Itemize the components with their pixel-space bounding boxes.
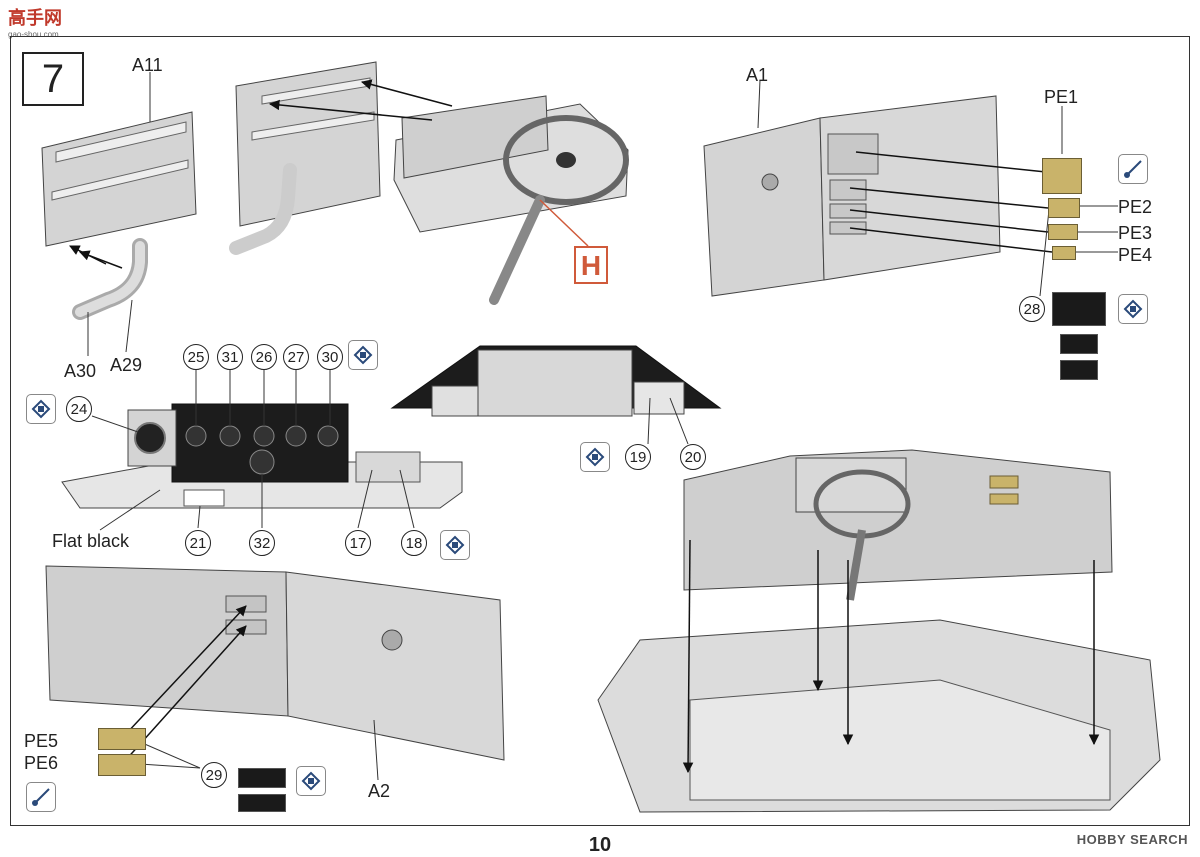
callout-19: 19 bbox=[625, 444, 651, 470]
dashboard-assembly-top bbox=[229, 61, 629, 305]
paint-brush-icon bbox=[26, 782, 56, 812]
data-plate-decal-3 bbox=[1060, 360, 1098, 380]
part-a2-panel bbox=[45, 565, 505, 761]
label-a29: A29 bbox=[110, 355, 143, 375]
part-a29-a30-pipe bbox=[72, 238, 148, 320]
callout-29: 29 bbox=[201, 762, 227, 788]
instrument-panel bbox=[61, 403, 463, 509]
pe4-plate bbox=[1052, 246, 1076, 260]
callout-27: 27 bbox=[283, 344, 309, 370]
decal-icon bbox=[440, 530, 470, 560]
decal-icon bbox=[580, 442, 610, 472]
callout-18: 18 bbox=[401, 530, 427, 556]
pe2-plate bbox=[1048, 198, 1080, 218]
sub-assembly-marker-h: H bbox=[574, 246, 608, 284]
data-plate-decal-2 bbox=[1060, 334, 1098, 354]
callout-20: 20 bbox=[680, 444, 706, 470]
callout-25: 25 bbox=[183, 344, 209, 370]
dashboard-center bbox=[390, 345, 722, 417]
callout-21: 21 bbox=[185, 530, 211, 556]
label-a11: A11 bbox=[132, 55, 163, 75]
callout-28: 28 bbox=[1019, 296, 1045, 322]
decal-icon bbox=[26, 394, 56, 424]
pe5-plate bbox=[98, 728, 146, 750]
callout-31: 31 bbox=[217, 344, 243, 370]
page-number: 10 bbox=[588, 834, 612, 856]
label-pe3: PE3 bbox=[1118, 223, 1153, 243]
paint-note-flat-black: Flat black bbox=[52, 531, 130, 551]
part-a11-panel bbox=[41, 111, 197, 247]
label-pe1: PE1 bbox=[1044, 87, 1079, 107]
callout-17: 17 bbox=[345, 530, 371, 556]
instruction-frame bbox=[10, 36, 1190, 826]
part-a1-panel bbox=[703, 95, 1001, 297]
decal-icon bbox=[1118, 294, 1148, 324]
label-a30: A30 bbox=[64, 361, 97, 381]
callout-26: 26 bbox=[251, 344, 277, 370]
pe1-plate bbox=[1042, 158, 1082, 194]
callout-32: 32 bbox=[249, 530, 275, 556]
hull-assembly bbox=[597, 449, 1161, 813]
callout-30: 30 bbox=[317, 344, 343, 370]
label-a2: A2 bbox=[368, 781, 391, 801]
label-pe2: PE2 bbox=[1118, 197, 1153, 217]
label-pe4: PE4 bbox=[1118, 245, 1153, 265]
pe6-plate bbox=[98, 754, 146, 776]
label-a1: A1 bbox=[746, 65, 769, 85]
decal-icon bbox=[348, 340, 378, 370]
paint-brush-icon bbox=[1118, 154, 1148, 184]
callout-24: 24 bbox=[66, 396, 92, 422]
label-pe6: PE6 bbox=[24, 753, 59, 773]
data-plate-decal-5 bbox=[238, 794, 286, 812]
decal-icon bbox=[296, 766, 326, 796]
watermark-logo: 高手网 gao-shou.com bbox=[8, 8, 62, 39]
pe3-plate bbox=[1048, 224, 1078, 240]
data-plate-decal-4 bbox=[238, 768, 286, 788]
label-pe5: PE5 bbox=[24, 731, 59, 751]
data-plate-decal-1 bbox=[1052, 292, 1106, 326]
step-number: 7 bbox=[22, 52, 84, 106]
watermark-hobby-search: HOBBY SEARCH bbox=[1076, 832, 1188, 847]
